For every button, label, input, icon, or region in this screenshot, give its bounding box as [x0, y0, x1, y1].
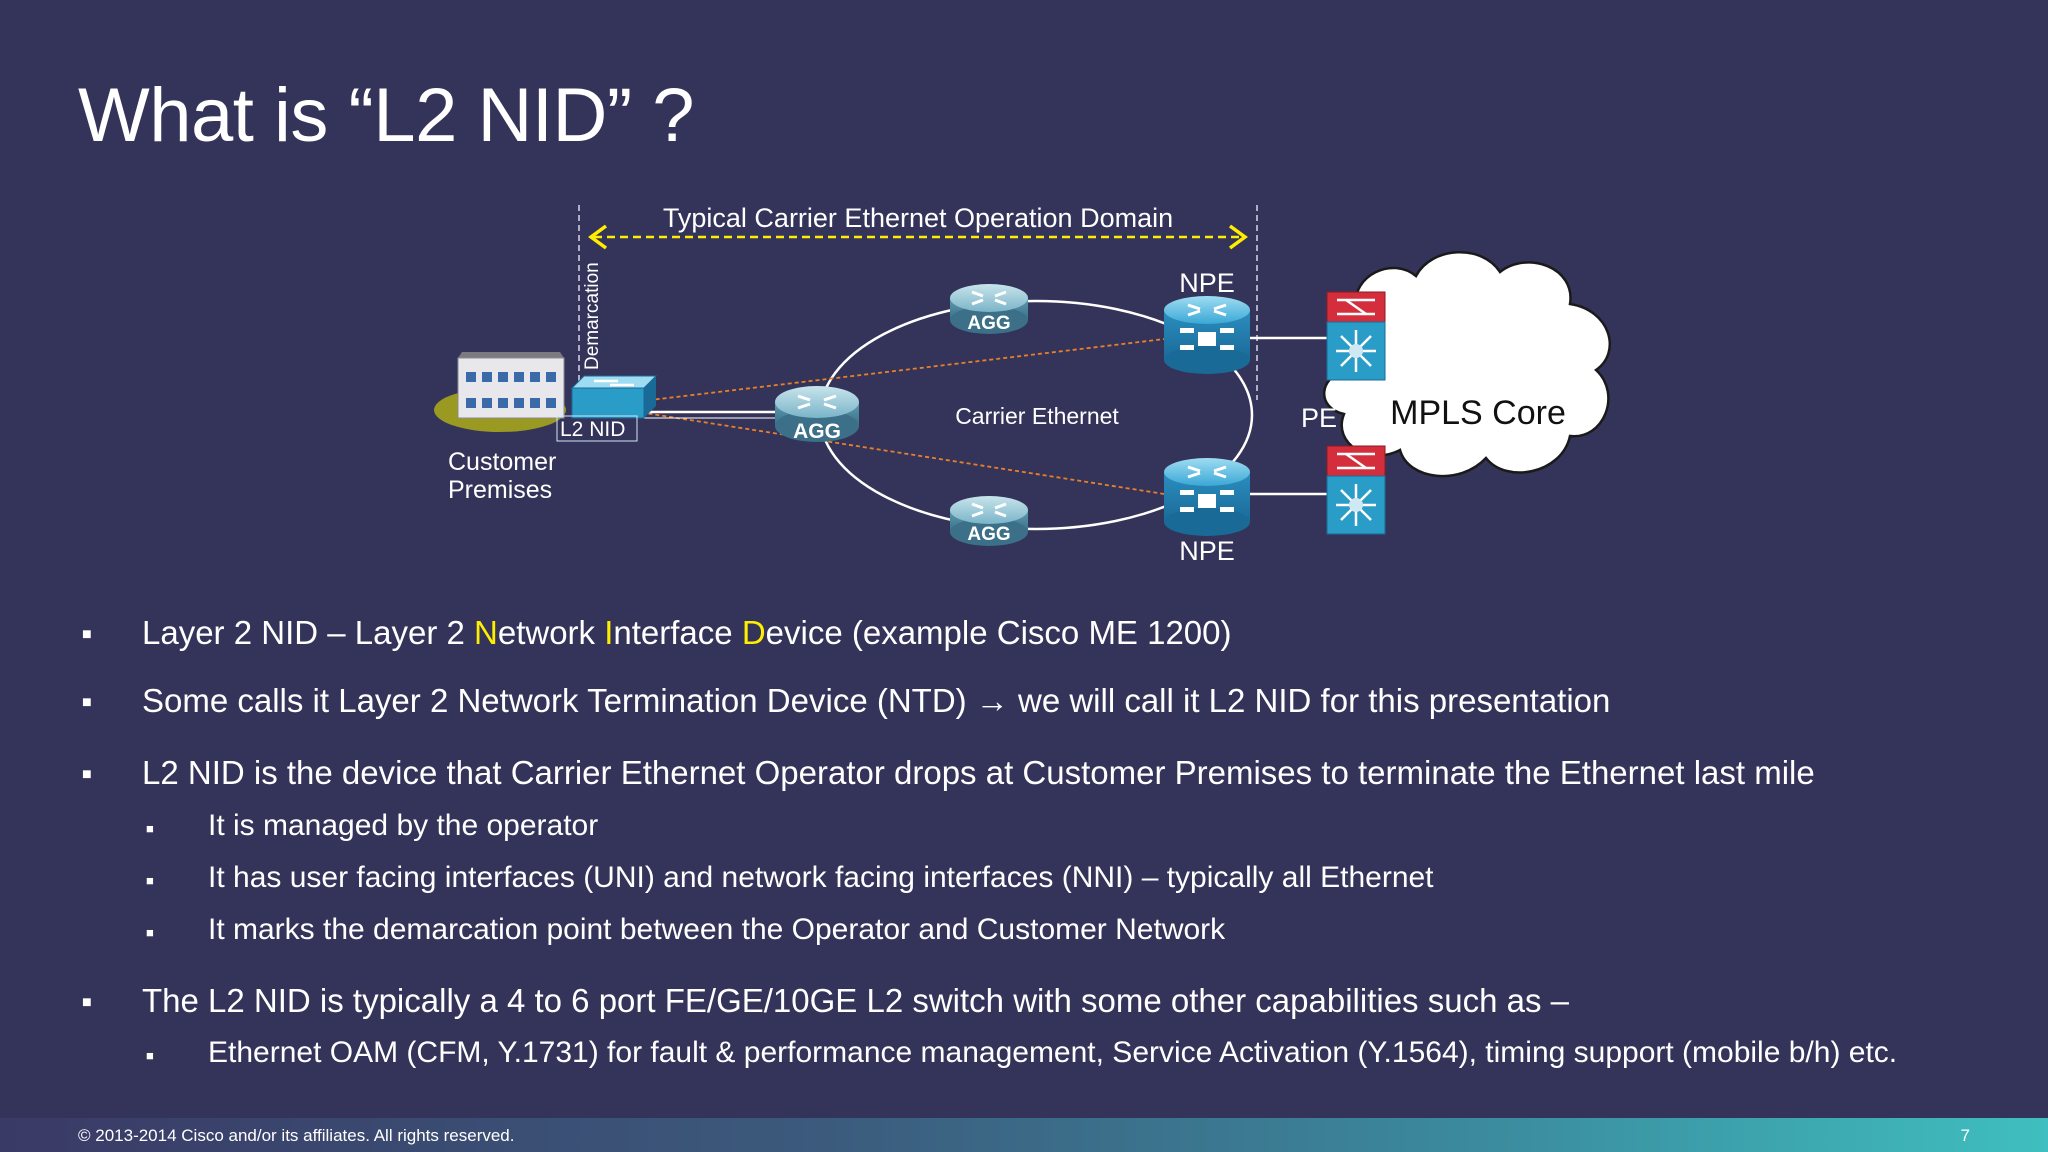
building-icon	[434, 352, 566, 432]
bullet-1-highlight-d: D	[741, 614, 766, 651]
footer-bar: © 2013-2014 Cisco and/or its affiliates.…	[0, 1118, 2048, 1152]
bullet-marker: ■	[82, 626, 92, 643]
copyright-text: © 2013-2014 Cisco and/or its affiliates.…	[78, 1126, 515, 1145]
bullet-3-text: L2 NID is the device that Carrier Ethern…	[142, 754, 1815, 791]
service-path-top	[599, 335, 1191, 407]
sub-bullet-marker: ■	[146, 925, 154, 940]
bullet-marker: ■	[82, 694, 92, 711]
bullet-4-text: The L2 NID is typically a 4 to 6 port FE…	[142, 982, 1569, 1019]
bullet-3-sub-2-text: It has user facing interfaces (UNI) and …	[208, 861, 1434, 894]
pe-switch-icon-top	[1326, 291, 1386, 381]
npe-router-icon-top	[1164, 296, 1250, 374]
bullet-1-text-c: nterface	[613, 614, 742, 651]
l2-nid-label-box	[556, 415, 638, 442]
bullet-3-sub-1-text: It is managed by the operator	[208, 809, 599, 842]
agg-router-icon-main	[775, 386, 859, 442]
domain-label: Typical Carrier Ethernet Operation Domai…	[663, 203, 1173, 233]
page-number: 7	[1960, 1126, 1970, 1145]
bullet-2-text: Some calls it Layer 2 Network Terminatio…	[142, 682, 1611, 719]
bullet-1-highlight-n: N	[474, 614, 498, 651]
l2-nid-label: L2 NID	[560, 418, 625, 441]
bullet-1-text-b: etwork	[497, 614, 605, 651]
sub-bullet-marker: ■	[146, 821, 154, 836]
bullet-1-text-e: evice (example Cisco ME 1200)	[765, 614, 1232, 651]
bullet-1-text-a: Layer 2 NID – Layer 2	[142, 614, 474, 651]
customer-label-line1: Customer	[448, 448, 556, 476]
sub-bullet-marker: ■	[146, 873, 154, 888]
customer-label-line2: Premises	[448, 476, 552, 504]
demarcation-label: Demarcation	[582, 262, 603, 370]
pe-switch-icon-bottom	[1326, 445, 1386, 535]
mpls-core-label: MPLS Core	[1390, 394, 1566, 432]
carrier-ethernet-label: Carrier Ethernet	[955, 403, 1119, 429]
agg-router-icon-top	[950, 284, 1028, 334]
slide-title: What is “L2 NID” ?	[78, 73, 695, 158]
bullet-marker: ■	[82, 766, 92, 783]
agg-label-bottom: AGG	[967, 524, 1010, 545]
domain-arrow-left-head	[588, 224, 608, 250]
bullet-marker: ■	[82, 994, 92, 1011]
agg-router-icon-bottom	[950, 496, 1028, 546]
npe-label-top: NPE	[1179, 268, 1235, 298]
agg-label-main: AGG	[793, 420, 841, 443]
npe-label-bottom: NPE	[1179, 536, 1235, 566]
service-path-bottom	[599, 405, 1191, 499]
sub-bullet-marker: ■	[146, 1048, 154, 1063]
network-diagram: Typical Carrier Ethernet Operation Domai…	[434, 203, 1612, 566]
bullet-3-sub-3-text: It marks the demarcation point between t…	[208, 913, 1226, 946]
agg-label-top: AGG	[967, 313, 1010, 334]
npe-router-icon-bottom	[1164, 458, 1250, 536]
l2-nid-switch-icon	[570, 375, 658, 419]
bullet-4-sub-1-text: Ethernet OAM (CFM, Y.1731) for fault & p…	[208, 1036, 1898, 1069]
pe-label: PE	[1301, 403, 1337, 433]
domain-arrow-right-head	[1228, 224, 1248, 250]
bullet-1-highlight-i: I	[604, 614, 614, 651]
